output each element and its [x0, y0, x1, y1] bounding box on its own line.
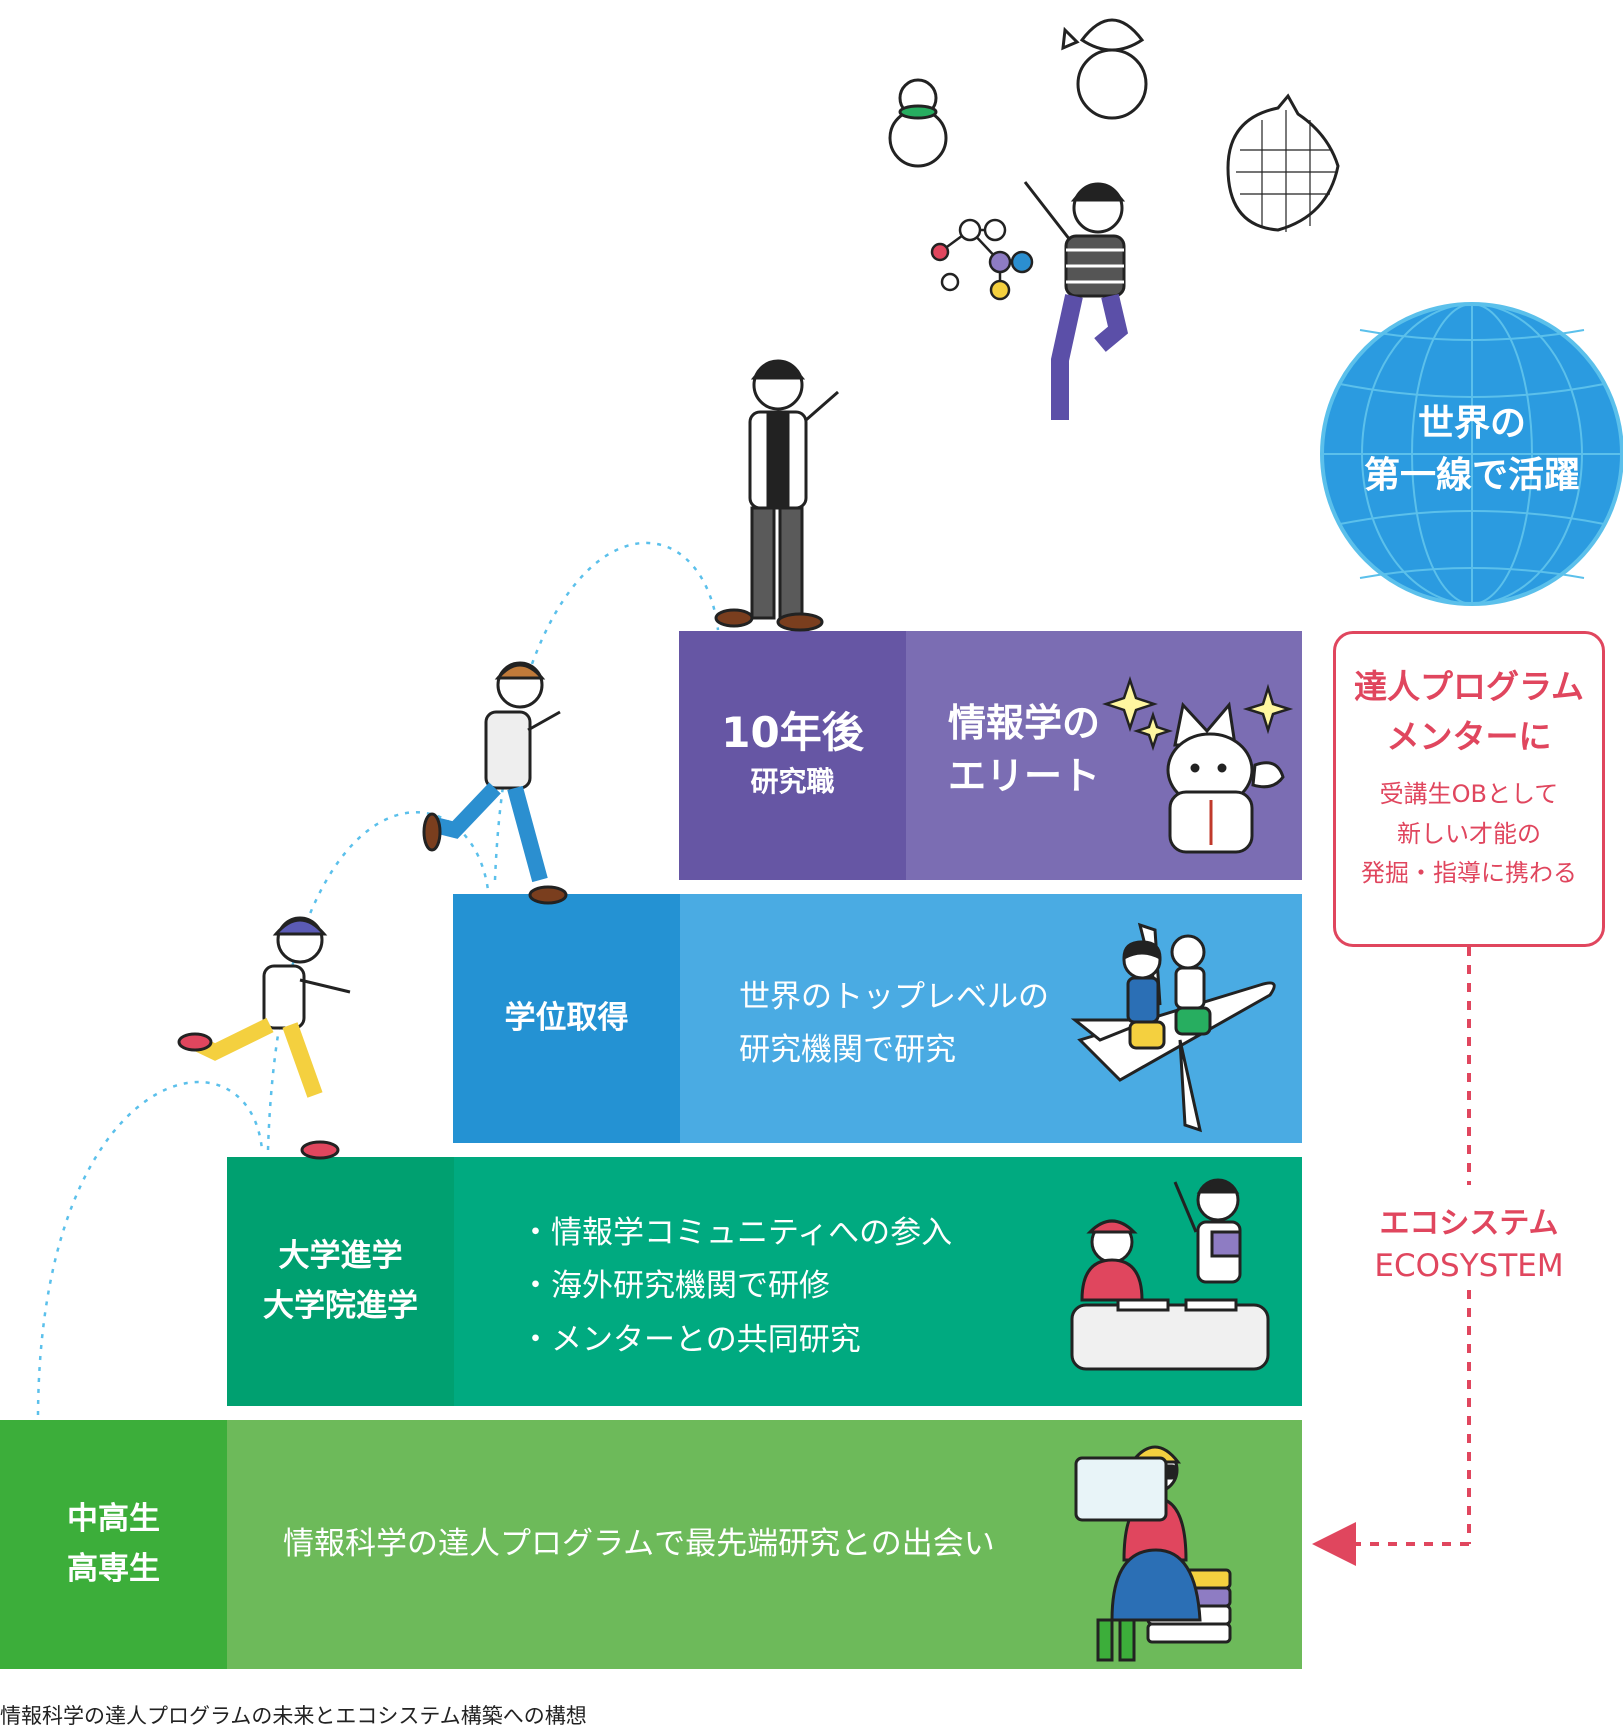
step-university-list: ・情報学コミュニティへの参入 ・海外研究機関で研修 ・メンターとの共同研究	[520, 1207, 952, 1367]
step-elite-title: 情報学の エリート	[948, 697, 1100, 803]
step-elite-label-line1: 10年後	[721, 707, 864, 757]
mentor-subtitle: 受講生OBとして 新しい才能の 発掘・指導に携わる	[1336, 775, 1602, 894]
step-university-label-line2: 大学院進学	[263, 1287, 418, 1324]
step-highschool: 中高生 高専生 情報科学の達人プログラムで最先端研究との出会い	[0, 1420, 1302, 1669]
step-degree-text-line2: 研究機関で研究	[739, 1031, 956, 1068]
step-university-item-1: ・情報学コミュニティへの参入	[520, 1215, 953, 1251]
ecosystem-label-en: ECOSYSTEM	[1374, 1248, 1564, 1284]
ecosystem-connector	[1352, 947, 1471, 1546]
step-degree-text: 世界のトップレベルの 研究機関で研究	[739, 971, 1049, 1076]
mentor-sub-line1: 受講生OBとして	[1379, 780, 1559, 808]
mentor-sub-line3: 発掘・指導に携わる	[1361, 859, 1577, 888]
globe-label: 世界の 第一線で活躍	[1322, 398, 1622, 502]
mentor-title-line2: メンターに	[1386, 716, 1552, 756]
step-highschool-text: 情報科学の達人プログラムで最先端研究との出会い	[283, 1526, 995, 1562]
jumping-researcher-icon	[930, 181, 1129, 420]
step-university-label-line1: 大学進学	[278, 1237, 403, 1274]
step-elite-title-line2: エリート	[948, 754, 1101, 799]
step-university-item-3: ・メンターとの共同研究	[520, 1321, 861, 1358]
step-degree-label-text: 学位取得	[504, 999, 629, 1036]
step-elite-title-line1: 情報学の	[948, 701, 1101, 745]
step-highschool-label-line1: 中高生	[67, 1500, 160, 1537]
step-elite: 10年後 研究職 情報学の エリート	[679, 631, 1302, 880]
mentor-title-line1: 達人プログラム	[1353, 667, 1584, 706]
figure-caption: 情報科学の達人プログラムの未来とエコシステム構築への構想	[0, 1704, 587, 1728]
mentor-sub-line2: 新しい才能の	[1397, 819, 1541, 848]
ecosystem-label-ja: エコシステム	[1379, 1206, 1559, 1241]
step-elite-body: 情報学の エリート	[906, 631, 1302, 880]
mentor-title: 達人プログラム メンターに	[1336, 662, 1602, 761]
step-university: 大学進学 大学院進学 ・情報学コミュニティへの参入 ・海外研究機関で研修 ・メン…	[227, 1157, 1302, 1406]
step-degree-body: 世界のトップレベルの 研究機関で研究	[680, 894, 1302, 1143]
globe-label-line2: 第一線で活躍	[1363, 455, 1580, 497]
step-highschool-label: 中高生 高専生	[0, 1420, 227, 1669]
step-degree: 学位取得 世界のトップレベルの 研究機関で研究	[453, 894, 1302, 1143]
step-university-body: ・情報学コミュニティへの参入 ・海外研究機関で研修 ・メンターとの共同研究	[454, 1157, 1302, 1406]
arrow-left-icon	[1312, 1522, 1356, 1566]
step-degree-text-line1: 世界のトップレベルの	[739, 979, 1049, 1015]
checkered-wolf-icon	[1226, 93, 1340, 232]
snowman-icon	[888, 78, 948, 168]
running-student-icon	[422, 661, 568, 905]
step-elite-label-line2: 研究職	[750, 765, 835, 799]
step-university-item-2: ・海外研究機関で研修	[520, 1268, 830, 1305]
fox-mascot-icon	[1061, 18, 1148, 120]
step-university-label: 大学進学 大学院進学	[227, 1157, 454, 1406]
step-elite-label: 10年後 研究職	[679, 631, 906, 880]
step-highschool-body: 情報科学の達人プログラムで最先端研究との出会い	[227, 1420, 1302, 1669]
step-degree-label: 学位取得	[453, 894, 680, 1143]
researcher-icon	[714, 359, 839, 632]
mentor-box: 達人プログラム メンターに 受講生OBとして 新しい才能の 発掘・指導に携わる	[1333, 631, 1605, 947]
globe-label-line1: 世界の	[1417, 403, 1526, 444]
running-student-icon	[177, 916, 351, 1160]
step-highschool-label-line2: 高専生	[67, 1550, 160, 1587]
